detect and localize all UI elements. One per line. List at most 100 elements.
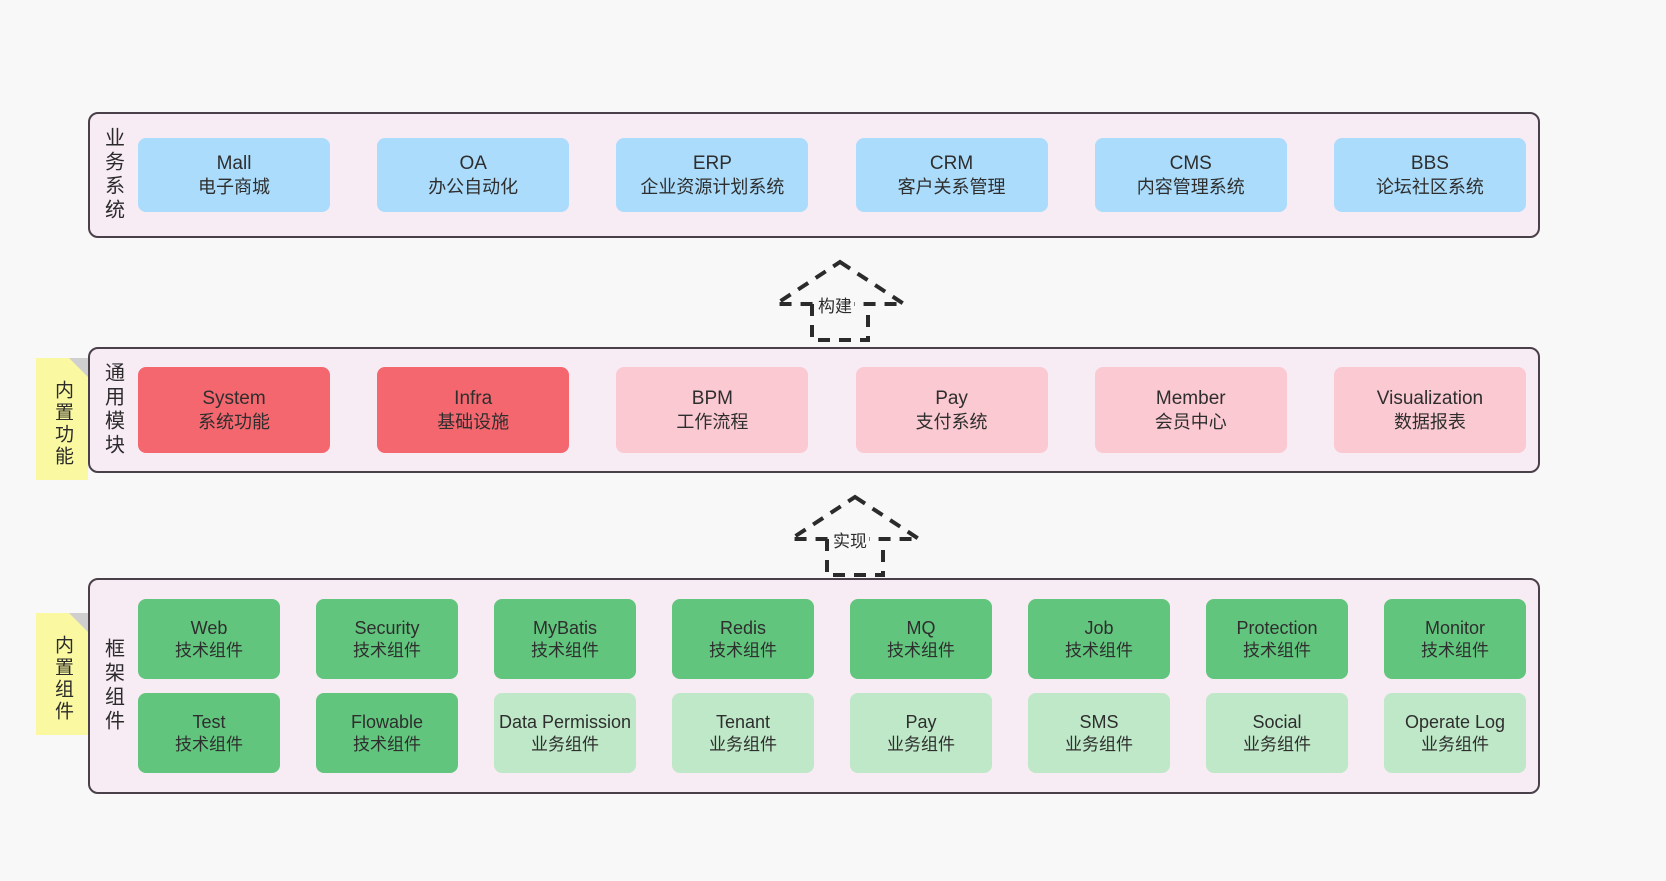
card-flowable-desc: 技术组件 bbox=[353, 734, 421, 754]
card-mybatis-desc: 技术组件 bbox=[531, 640, 599, 660]
card-pay-module-name: Pay bbox=[935, 387, 968, 409]
card-bpm[interactable]: BPM 工作流程 bbox=[616, 367, 809, 453]
sticky-note-builtin-component-label: 内置组件 bbox=[51, 635, 73, 723]
connector-implement: 实现 bbox=[775, 493, 935, 577]
card-sms-desc: 业务组件 bbox=[1065, 734, 1133, 754]
card-job-name: Job bbox=[1084, 618, 1114, 639]
card-test-name: Test bbox=[192, 712, 226, 733]
card-pay-module[interactable]: Pay 支付系统 bbox=[855, 367, 1048, 453]
card-sms-name: SMS bbox=[1079, 712, 1119, 733]
card-data-permission-desc: 业务组件 bbox=[531, 734, 599, 754]
card-redis-desc: 技术组件 bbox=[709, 640, 777, 660]
card-job[interactable]: Job 技术组件 bbox=[1028, 599, 1170, 679]
card-bpm-name: BPM bbox=[691, 387, 733, 409]
card-bbs-desc: 论坛社区系统 bbox=[1375, 176, 1484, 197]
card-crm[interactable]: CRM 客户关系管理 bbox=[855, 138, 1048, 212]
connector-implement-label: 实现 bbox=[831, 527, 869, 552]
sticky-fold-corner-icon bbox=[69, 613, 88, 632]
card-redis[interactable]: Redis 技术组件 bbox=[672, 599, 814, 679]
card-monitor-name: Monitor bbox=[1424, 618, 1486, 639]
card-web-name: Web bbox=[190, 618, 228, 639]
card-bbs-name: BBS bbox=[1410, 152, 1449, 174]
card-erp-desc: 企业资源计划系统 bbox=[640, 176, 785, 197]
card-system[interactable]: System 系统功能 bbox=[138, 367, 330, 453]
card-security[interactable]: Security 技术组件 bbox=[316, 599, 458, 679]
card-operate-log-desc: 业务组件 bbox=[1421, 734, 1489, 754]
card-mybatis[interactable]: MyBatis 技术组件 bbox=[494, 599, 636, 679]
framework-card-row-business: Test 技术组件 Flowable 技术组件 Data Permission … bbox=[138, 693, 1526, 773]
card-tenant-desc: 业务组件 bbox=[709, 734, 777, 754]
card-member-name: Member bbox=[1155, 387, 1226, 409]
card-protection[interactable]: Protection 技术组件 bbox=[1206, 599, 1348, 679]
card-flowable[interactable]: Flowable 技术组件 bbox=[316, 693, 458, 773]
card-erp[interactable]: ERP 企业资源计划系统 bbox=[616, 138, 809, 212]
card-monitor[interactable]: Monitor 技术组件 bbox=[1384, 599, 1526, 679]
card-web-desc: 技术组件 bbox=[175, 640, 243, 660]
card-sms[interactable]: SMS 业务组件 bbox=[1028, 693, 1170, 773]
card-visualization-name: Visualization bbox=[1376, 387, 1484, 409]
layer-framework-component: 框架组件 Web 技术组件 Security 技术组件 MyBatis 技术组件… bbox=[88, 578, 1540, 794]
card-infra[interactable]: Infra 基础设施 bbox=[377, 367, 570, 453]
card-mq[interactable]: MQ 技术组件 bbox=[850, 599, 992, 679]
card-mybatis-name: MyBatis bbox=[532, 618, 597, 639]
card-social-desc: 业务组件 bbox=[1243, 734, 1311, 754]
card-monitor-desc: 技术组件 bbox=[1421, 640, 1489, 660]
layer-business-body: Mall 电子商城 OA 办公自动化 ERP 企业资源计划系统 CRM 客户关系… bbox=[134, 114, 1538, 236]
sticky-note-builtin-function-label: 内置功能 bbox=[51, 380, 73, 468]
connector-build: 构建 bbox=[760, 258, 920, 342]
card-redis-name: Redis bbox=[719, 618, 767, 639]
card-tenant[interactable]: Tenant 业务组件 bbox=[672, 693, 814, 773]
sticky-note-builtin-component: 内置组件 bbox=[36, 613, 88, 735]
layer-business-system: 业务系统 Mall 电子商城 OA 办公自动化 ERP 企业资源计划系统 CRM… bbox=[88, 112, 1540, 238]
card-social-name: Social bbox=[1252, 712, 1302, 733]
layer-common-title: 通用模块 bbox=[101, 362, 124, 458]
card-bpm-desc: 工作流程 bbox=[676, 411, 749, 432]
card-oa-desc: 办公自动化 bbox=[428, 176, 519, 197]
card-test-desc: 技术组件 bbox=[175, 734, 243, 754]
card-mall-desc: 电子商城 bbox=[198, 176, 270, 197]
card-bbs[interactable]: BBS 论坛社区系统 bbox=[1333, 138, 1526, 212]
card-mq-name: MQ bbox=[906, 618, 936, 639]
card-system-name: System bbox=[202, 387, 266, 409]
layer-business-title: 业务系统 bbox=[101, 127, 124, 223]
card-pay-component-name: Pay bbox=[905, 712, 937, 733]
card-member-desc: 会员中心 bbox=[1154, 411, 1227, 432]
framework-card-row-technical: Web 技术组件 Security 技术组件 MyBatis 技术组件 Redi… bbox=[138, 599, 1526, 679]
card-pay-module-desc: 支付系统 bbox=[915, 411, 988, 432]
card-data-permission[interactable]: Data Permission 业务组件 bbox=[494, 693, 636, 773]
card-pay-component[interactable]: Pay 业务组件 bbox=[850, 693, 992, 773]
card-crm-desc: 客户关系管理 bbox=[897, 176, 1006, 197]
card-protection-desc: 技术组件 bbox=[1243, 640, 1311, 660]
card-infra-desc: 基础设施 bbox=[437, 411, 510, 432]
common-card-row: System 系统功能 Infra 基础设施 BPM 工作流程 Pay 支付系统… bbox=[138, 367, 1526, 453]
generalization-arrow-build-icon bbox=[769, 259, 911, 342]
card-social[interactable]: Social 业务组件 bbox=[1206, 693, 1348, 773]
card-cms[interactable]: CMS 内容管理系统 bbox=[1094, 138, 1287, 212]
card-data-permission-name: Data Permission bbox=[498, 712, 632, 733]
card-mall-name: Mall bbox=[216, 152, 252, 174]
card-infra-name: Infra bbox=[454, 387, 493, 409]
card-mq-desc: 技术组件 bbox=[887, 640, 955, 660]
card-operate-log-name: Operate Log bbox=[1404, 712, 1506, 733]
card-web[interactable]: Web 技术组件 bbox=[138, 599, 280, 679]
card-protection-name: Protection bbox=[1236, 618, 1318, 639]
card-system-desc: 系统功能 bbox=[198, 411, 270, 432]
card-security-desc: 技术组件 bbox=[353, 640, 421, 660]
card-security-name: Security bbox=[354, 618, 420, 639]
card-member[interactable]: Member 会员中心 bbox=[1094, 367, 1287, 453]
sticky-fold-corner-icon bbox=[69, 358, 88, 377]
business-card-row: Mall 电子商城 OA 办公自动化 ERP 企业资源计划系统 CRM 客户关系… bbox=[138, 138, 1526, 212]
card-mall[interactable]: Mall 电子商城 bbox=[138, 138, 330, 212]
card-pay-component-desc: 业务组件 bbox=[887, 734, 955, 754]
card-crm-name: CRM bbox=[929, 152, 974, 174]
generalization-arrow-implement-icon bbox=[784, 494, 926, 577]
sticky-note-builtin-function: 内置功能 bbox=[36, 358, 88, 480]
card-test[interactable]: Test 技术组件 bbox=[138, 693, 280, 773]
connector-build-label: 构建 bbox=[816, 292, 854, 317]
card-oa[interactable]: OA 办公自动化 bbox=[377, 138, 570, 212]
card-job-desc: 技术组件 bbox=[1065, 640, 1133, 660]
layer-common-module: 通用模块 System 系统功能 Infra 基础设施 BPM 工作流程 Pay… bbox=[88, 347, 1540, 473]
card-tenant-name: Tenant bbox=[715, 712, 771, 733]
card-operate-log[interactable]: Operate Log 业务组件 bbox=[1384, 693, 1526, 773]
card-visualization[interactable]: Visualization 数据报表 bbox=[1333, 367, 1526, 453]
